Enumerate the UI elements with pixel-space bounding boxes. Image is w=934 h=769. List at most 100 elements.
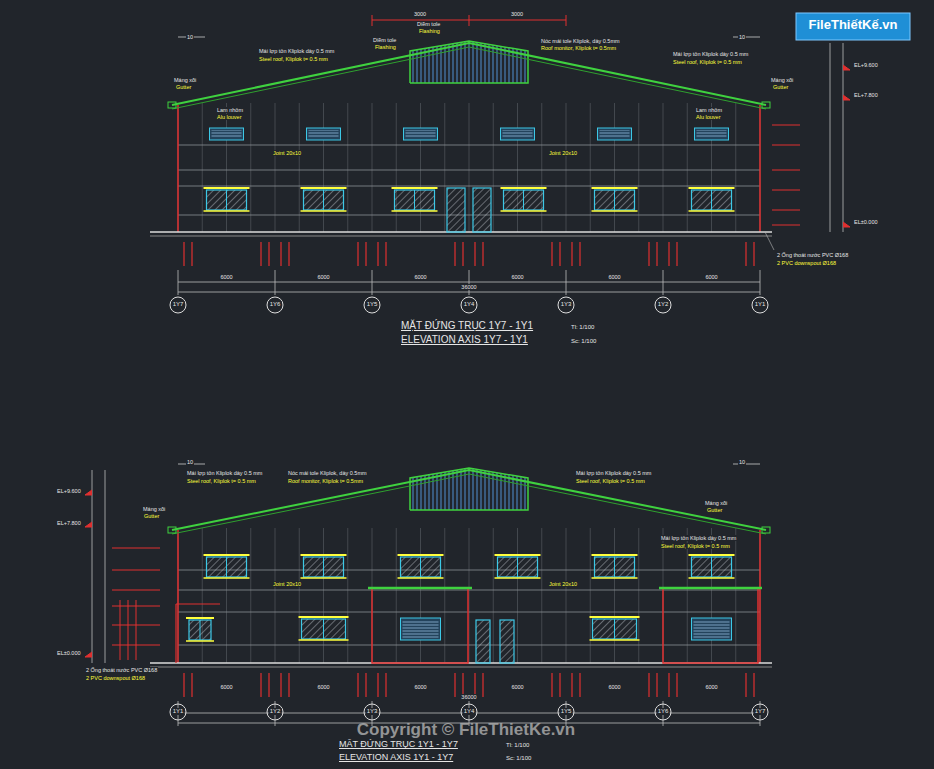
wall-grid bbox=[517, 528, 518, 663]
wall-grid bbox=[420, 103, 421, 232]
annotation: 10 bbox=[738, 459, 746, 465]
wall-grid bbox=[420, 528, 421, 663]
wall-grid bbox=[493, 103, 494, 232]
window-sill bbox=[501, 210, 547, 212]
window-frame bbox=[593, 619, 637, 639]
window-frame bbox=[207, 190, 247, 210]
level-flag bbox=[843, 222, 850, 227]
wall-joint bbox=[178, 215, 760, 216]
wall-grid bbox=[444, 528, 445, 663]
watermark: Copyright © FileThietKe.vn bbox=[356, 721, 576, 740]
dimension-text: 6000 bbox=[607, 274, 621, 280]
level-marker bbox=[772, 170, 800, 171]
drawing-title: ELEVATION AXIS 1Y7 - 1Y1 bbox=[400, 334, 529, 345]
level-marker bbox=[772, 210, 800, 211]
porch-canopy bbox=[368, 587, 472, 590]
window-frame bbox=[395, 190, 435, 210]
dimension-tick bbox=[372, 270, 373, 295]
dimension-text: 6000 bbox=[219, 684, 233, 690]
axis-bubble bbox=[267, 297, 283, 313]
window-mullion bbox=[323, 557, 324, 577]
dimension-tick bbox=[191, 673, 192, 697]
wall-grid bbox=[469, 103, 470, 232]
louver-blades bbox=[212, 130, 242, 138]
axis-bubble bbox=[170, 704, 186, 720]
wall-grid bbox=[517, 103, 518, 232]
axis-bubble bbox=[461, 297, 477, 313]
wall-grid bbox=[202, 103, 203, 232]
dimension-text: 1Y2 bbox=[269, 708, 282, 715]
dimension-line bbox=[92, 470, 93, 663]
window-frame bbox=[304, 557, 344, 577]
louver-blades bbox=[600, 130, 630, 138]
window-sill bbox=[592, 210, 638, 212]
drawing-title: MẶT ĐỨNG TRỤC 1Y1 - 1Y7 bbox=[338, 740, 459, 750]
level-marker bbox=[772, 190, 800, 191]
annotation: Máng xối bbox=[142, 506, 166, 512]
louver-blades bbox=[697, 130, 727, 138]
annex-line bbox=[136, 600, 137, 660]
dimension-tick bbox=[559, 673, 560, 697]
wall-edge bbox=[759, 105, 761, 232]
dimension-tick bbox=[753, 673, 754, 697]
door bbox=[476, 620, 490, 663]
dimension-tick bbox=[454, 673, 455, 697]
window-frame bbox=[692, 557, 732, 577]
wall-grid bbox=[566, 103, 567, 232]
dimension-text: 1Y6 bbox=[269, 301, 282, 308]
wall-joint bbox=[178, 170, 760, 171]
annotation: Diềm tole bbox=[416, 21, 441, 27]
axis-bubble bbox=[655, 704, 671, 720]
axis-bubble bbox=[655, 297, 671, 313]
louver-blades bbox=[406, 130, 436, 138]
dimension-text: 1Y2 bbox=[657, 301, 670, 308]
dimension-line bbox=[105, 470, 106, 663]
level-marker bbox=[772, 145, 800, 146]
annex-line bbox=[128, 600, 129, 660]
louver bbox=[501, 128, 535, 140]
window-head bbox=[204, 187, 250, 189]
dimension-tick bbox=[288, 673, 289, 697]
dimension-tick bbox=[454, 242, 455, 266]
annotation: Mái lợp tôn Kliplok dày 0.5 mm bbox=[660, 535, 737, 541]
window-sill bbox=[592, 577, 638, 579]
dimension-tick bbox=[385, 673, 386, 697]
dimension-tick bbox=[268, 673, 269, 697]
wall-grid bbox=[396, 103, 397, 232]
dimension-tick bbox=[566, 15, 567, 26]
wall-grid bbox=[323, 103, 324, 232]
louver bbox=[695, 128, 729, 140]
dimension-tick bbox=[260, 673, 261, 697]
dimension-tick bbox=[656, 242, 657, 266]
dimension-tick bbox=[648, 673, 649, 697]
dimension-text: 3000 bbox=[510, 11, 524, 17]
annotation: EL+9.600 bbox=[853, 62, 879, 68]
wall-edge bbox=[759, 530, 761, 663]
wall-grid bbox=[275, 528, 276, 663]
axis-bubble bbox=[267, 704, 283, 720]
window-head bbox=[392, 187, 438, 189]
annotation: Diềm tole bbox=[372, 37, 397, 43]
dimension-tick bbox=[377, 242, 378, 266]
window-frame bbox=[401, 557, 441, 577]
dimension-text: 1Y7 bbox=[172, 301, 185, 308]
annotation: Máng xối bbox=[704, 500, 728, 506]
window-sill bbox=[590, 639, 640, 641]
dimension-tick bbox=[482, 242, 483, 266]
louver bbox=[210, 128, 244, 140]
level-marker bbox=[772, 225, 800, 226]
dimension-tick bbox=[566, 270, 567, 295]
window-mullion bbox=[414, 190, 415, 210]
wall-grid bbox=[614, 103, 615, 232]
wall-grid bbox=[614, 528, 615, 663]
dimension-tick bbox=[676, 242, 677, 266]
window-mullion bbox=[523, 190, 524, 210]
wall-joint bbox=[178, 645, 760, 646]
level-flag bbox=[85, 652, 92, 657]
annotation: Joint 20x10 bbox=[272, 150, 302, 156]
annotation: Flashing bbox=[374, 44, 397, 50]
axis-bubble bbox=[364, 704, 380, 720]
window-mullion bbox=[323, 190, 324, 210]
drawing-title: ELEVATION AXIS 1Y1 - 1Y7 bbox=[338, 753, 454, 763]
window-head bbox=[689, 554, 735, 556]
